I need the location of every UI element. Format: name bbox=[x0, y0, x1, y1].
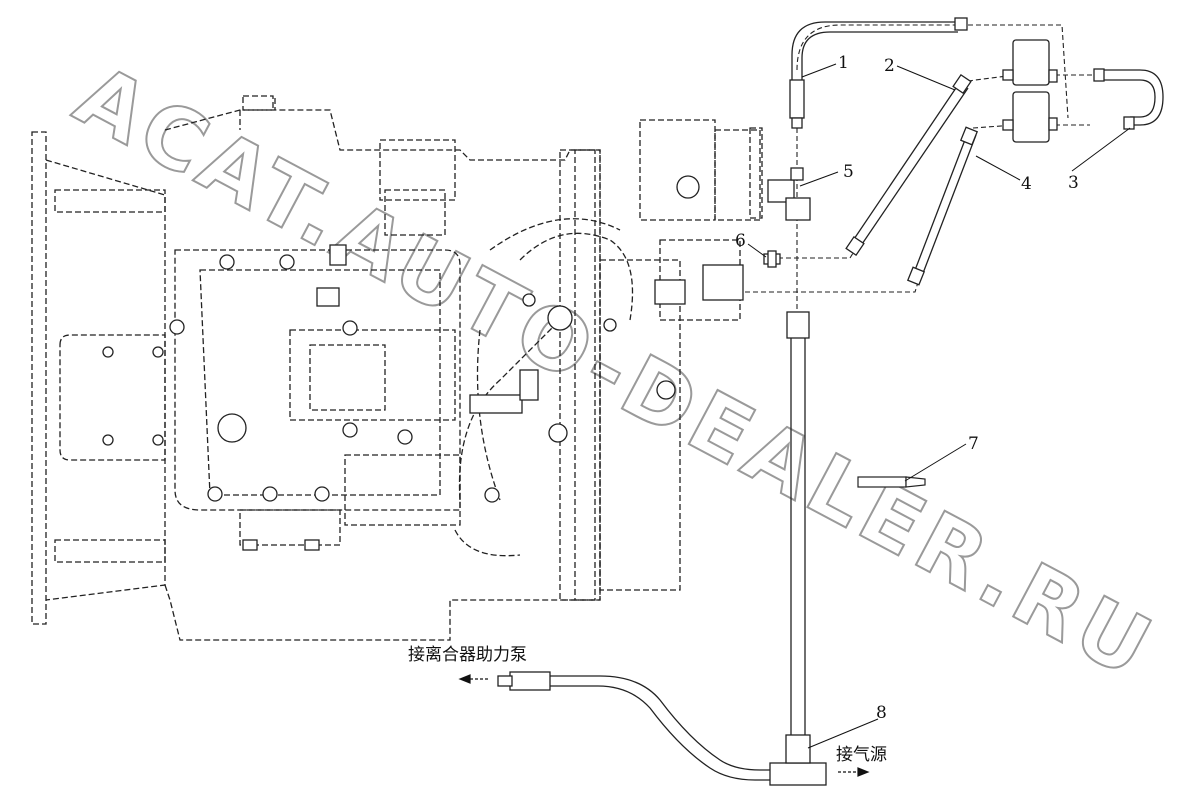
label-air-source: 接气源 bbox=[836, 745, 887, 765]
leader-lines bbox=[747, 63, 1131, 749]
fitting-7 bbox=[857, 476, 926, 488]
pipe-1 bbox=[789, 17, 968, 129]
union-fitting-6 bbox=[763, 250, 781, 268]
elbow-fitting-5 bbox=[767, 167, 811, 221]
arrow-right-icon bbox=[857, 767, 870, 777]
callout-6: 6 bbox=[735, 231, 746, 251]
label-clutch-pump: 接离合器助力泵 bbox=[408, 645, 527, 665]
callout-2: 2 bbox=[884, 56, 895, 76]
flow-arrows bbox=[458, 674, 870, 777]
pipe-3 bbox=[1093, 68, 1164, 130]
bolt-heads bbox=[102, 175, 744, 551]
callout-7: 7 bbox=[968, 434, 979, 454]
watermark: ACAT.AUTO-DEALER.RU bbox=[61, 46, 1171, 698]
callout-5: 5 bbox=[843, 162, 854, 182]
main-air-pipe bbox=[786, 311, 810, 740]
clutch-pump-hose bbox=[497, 671, 827, 786]
transmission-body bbox=[31, 95, 763, 641]
arrow-left-icon bbox=[458, 674, 471, 684]
callout-4: 4 bbox=[1021, 174, 1032, 194]
callout-1: 1 bbox=[838, 53, 849, 73]
pipe-4 bbox=[906, 126, 979, 286]
callout-3: 3 bbox=[1068, 173, 1079, 193]
pipe-2 bbox=[845, 73, 972, 257]
callout-8: 8 bbox=[876, 703, 887, 723]
air-valve-assembly bbox=[1002, 39, 1058, 143]
